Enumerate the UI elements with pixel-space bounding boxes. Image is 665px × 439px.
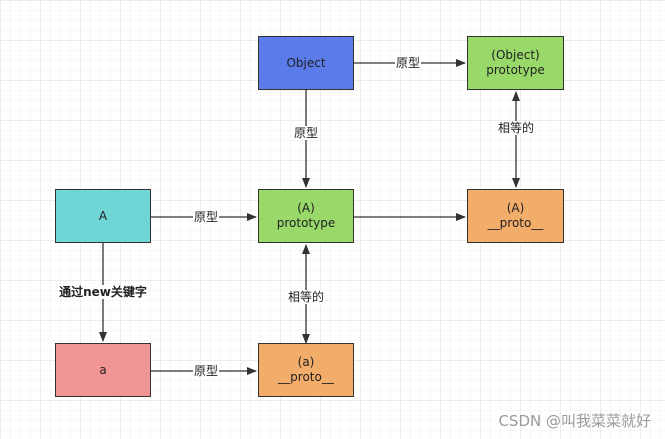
object-node-label: Object [286,55,326,70]
object-proto-node: (A) __proto__ [467,189,564,243]
a-proto-line2: __proto__ [278,370,334,384]
a-prototype-line2: prototype [276,216,336,230]
object-prototype-line1: (Object) [491,48,540,62]
object-proto-line2: __proto__ [487,216,544,230]
edge-label-class-prototype: 原型 [192,210,220,224]
edge-label-proto-equal-top: 相等的 [496,121,536,135]
a-proto-line1: (a) [297,355,315,369]
object-prototype-node: (Object) prototype [467,36,564,90]
edge-label-proto-equal-bottom: 相等的 [286,290,326,304]
instance-a-label: a [99,362,107,377]
object-prototype-line2: prototype [486,63,545,77]
a-proto-node: (a) __proto__ [258,343,354,397]
edge-label-new-keyword: 通过new关键字 [58,285,148,299]
class-a-node: A [55,189,151,243]
watermark: CSDN @叫我菜菜就好 [498,412,651,430]
a-prototype-node: (A) prototype [258,189,354,243]
object-proto-line1: (A) [506,201,525,215]
class-a-label: A [98,208,108,223]
edge-label-object-a-prototype: 原型 [292,126,320,140]
instance-a-node: a [55,343,151,397]
a-prototype-line1: (A) [297,201,315,215]
edge-label-object-prototype: 原型 [394,56,422,70]
object-node: Object [258,36,354,90]
edge-label-instance-proto: 原型 [192,364,220,378]
